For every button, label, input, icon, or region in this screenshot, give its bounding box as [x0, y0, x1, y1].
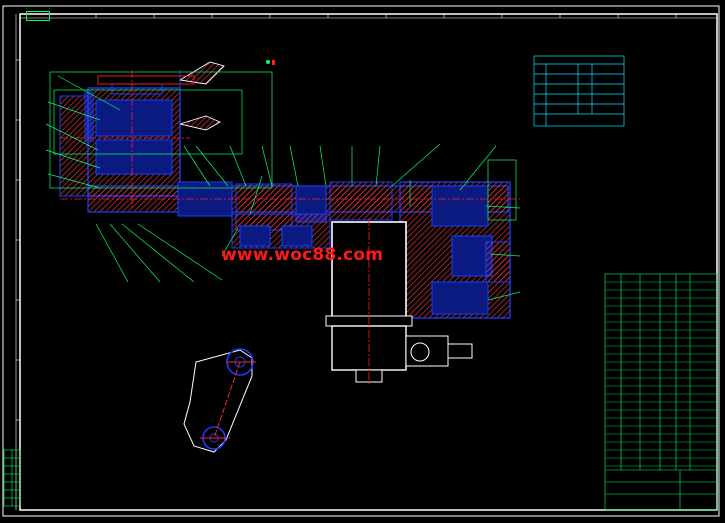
- revision-table: [3, 449, 21, 507]
- tool-head: [97, 61, 225, 131]
- spec-table: [533, 55, 625, 127]
- right-housing: [399, 181, 511, 319]
- watermark-text: www.woc88.com: [221, 245, 384, 265]
- lever-detail-view: [183, 348, 256, 453]
- left-grid-reference: [15, 14, 20, 510]
- leader-lines: [45, 75, 521, 301]
- drawing-frame: [2, 5, 720, 517]
- sheet-tag: [26, 11, 50, 21]
- parts-list-table: [604, 273, 718, 511]
- parts-list-rows: [605, 281, 717, 467]
- datum-marker: [266, 60, 275, 65]
- gearbox-housing: [59, 83, 181, 197]
- top-grid-reference: [20, 14, 717, 19]
- construction-outline: [49, 71, 517, 221]
- centerlines: [60, 70, 520, 384]
